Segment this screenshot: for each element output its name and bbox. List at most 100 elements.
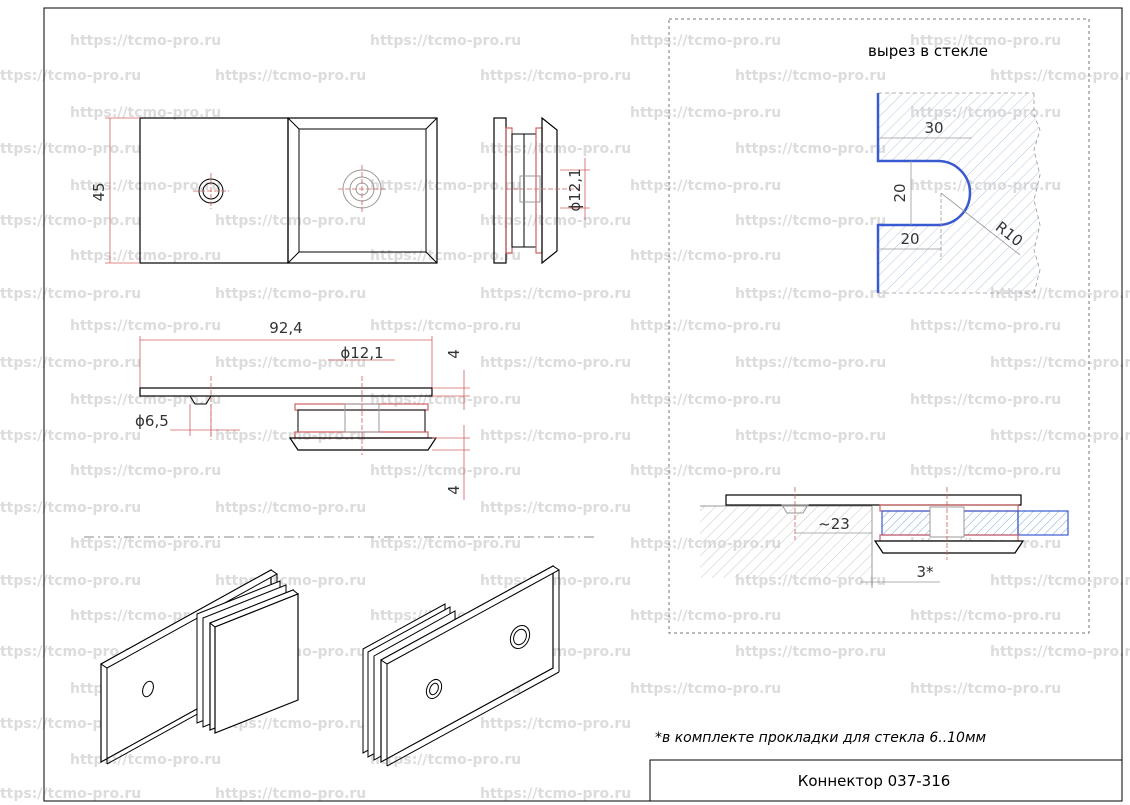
watermark: https://tcmo-pro.ru [735,141,886,157]
watermark: https://tcmo-pro.ru [630,318,781,334]
watermark: https://tcmo-pro.ru [70,463,221,479]
watermark: https://tcmo-pro.ru [370,463,521,479]
watermark: https://tcmo-pro.ru [215,68,366,84]
watermark: https://tcmo-pro.ru [630,105,781,121]
watermark: https://tcmo-pro.ru [215,500,366,516]
watermark: https://tcmo-pro.ru [990,428,1130,444]
watermark: https://tcmo-pro.ru [0,786,141,802]
dim-dia-12-side: ϕ12,1 [566,168,584,211]
cutout-title: вырез в стекле [868,42,988,60]
watermark: https://tcmo-pro.ru [215,573,366,589]
watermark: https://tcmo-pro.ru [735,355,886,371]
clamp-plate-top [288,437,438,451]
watermark: https://tcmo-pro.ru [910,33,1061,49]
watermark: https://tcmo-pro.ru [735,428,886,444]
dim-mount-23: ~23 [818,515,850,533]
watermark: https://tcmo-pro.ru [630,248,781,264]
dim-thk-4-top: 4 [445,349,463,359]
watermark: https://tcmo-pro.ru [0,428,141,444]
dim-thk-4-bottom: 4 [445,485,463,495]
watermark: https://tcmo-pro.ru [215,355,366,371]
watermark: https://tcmo-pro.ru [70,33,221,49]
dim-45: 45 [90,182,108,201]
watermark: https://tcmo-pro.ru [480,428,631,444]
watermark: https://tcmo-pro.ru [70,752,221,768]
watermark: https://tcmo-pro.ru [70,536,221,552]
watermark: https://tcmo-pro.ru [0,573,141,589]
sheet-border [43,7,1123,802]
watermark: https://tcmo-pro.ru [370,33,521,49]
watermark: https://tcmo-pro.ru [735,213,886,229]
watermark: https://tcmo-pro.ru [215,286,366,302]
watermark: https://tcmo-pro.ru [370,248,521,264]
watermark: https://tcmo-pro.ru [0,213,141,229]
watermark: https://tcmo-pro.ru [480,213,631,229]
watermark: https://tcmo-pro.ru [480,286,631,302]
watermark: https://tcmo-pro.ru [70,318,221,334]
watermark: https://tcmo-pro.ru [70,105,221,121]
watermark: https://tcmo-pro.ru [0,500,141,516]
watermark: https://tcmo-pro.ru [0,141,141,157]
top-plate [139,387,433,397]
title-block-label: Коннектор 037-316 [798,772,951,790]
wall-section [700,506,872,578]
dim-cut-20-vertical: 20 [891,183,909,202]
title-block [649,759,1123,802]
watermark: https://tcmo-pro.ru [480,573,631,589]
watermark: https://tcmo-pro.ru [630,392,781,408]
iso-view-right [362,564,560,767]
watermark: https://tcmo-pro.ru [735,68,886,84]
watermark: https://tcmo-pro.ru [910,608,1061,624]
side-view: ϕ12,1 [493,116,590,265]
watermark: https://tcmo-pro.ru [990,68,1130,84]
watermark: https://tcmo-pro.ru [910,681,1061,697]
watermark: https://tcmo-pro.ru [70,178,221,194]
watermark: https://tcmo-pro.ru [630,463,781,479]
watermark: https://tcmo-pro.ru [0,68,141,84]
cutout-view: вырез в стекле 30 20 20 R10 [868,42,1041,294]
watermark: https://tcmo-pro.ru [480,68,631,84]
watermark: https://tcmo-pro.ru [910,463,1061,479]
watermark: https://tcmo-pro.ru [630,178,781,194]
clamp-plate-chamfer [298,128,427,253]
watermark: https://tcmo-pro.ru [370,318,521,334]
clamp-plate-outline [287,117,438,264]
watermark: https://tcmo-pro.ru [0,355,141,371]
watermark: https://tcmo-pro.ru [480,355,631,371]
top-view: 92,4 ϕ12,1 ϕ6,5 4 4 [135,319,470,500]
watermark: https://tcmo-pro.ru [215,716,366,732]
watermark: https://tcmo-pro.ru [910,392,1061,408]
watermark: https://tcmo-pro.ru [630,608,781,624]
watermark: https://tcmo-pro.ru [480,786,631,802]
mounting-plate [725,494,1022,506]
dim-dia-6-5: ϕ6,5 [135,412,169,430]
front-view: 45 [90,117,438,264]
cutout-panel [668,18,1090,634]
watermark: https://tcmo-pro.ru [370,752,521,768]
watermark: https://tcmo-pro.ru [215,786,366,802]
watermark: https://tcmo-pro.ru [990,355,1130,371]
glass-cutout-edge [876,93,972,293]
dim-cut-20-horizontal: 20 [900,230,919,248]
watermark: https://tcmo-pro.ru [370,178,521,194]
iso-view-left [100,568,299,765]
watermark: https://tcmo-pro.ru [990,644,1130,660]
watermark: https://tcmo-pro.ru [370,536,521,552]
mounting-view: ~23 3* [700,487,1069,588]
watermark: https://tcmo-pro.ru [735,644,886,660]
watermark: https://tcmo-pro.ru [370,392,521,408]
watermark: https://tcmo-pro.ru [70,248,221,264]
watermark: https://tcmo-pro.ru [735,286,886,302]
dim-cut-30: 30 [924,119,943,137]
footnote: *в комплекте прокладки для стекла 6..10м… [655,730,987,746]
watermark: https://tcmo-pro.ru [215,213,366,229]
watermark: https://tcmo-pro.ru [990,573,1130,589]
clamp-plate-side [541,116,558,265]
watermark: https://tcmo-pro.ru [910,318,1061,334]
watermark: https://tcmo-pro.ru [630,681,781,697]
watermark: https://tcmo-pro.ru [480,141,631,157]
watermark: https://tcmo-pro.ru [630,33,781,49]
watermark: https://tcmo-pro.ru [70,392,221,408]
